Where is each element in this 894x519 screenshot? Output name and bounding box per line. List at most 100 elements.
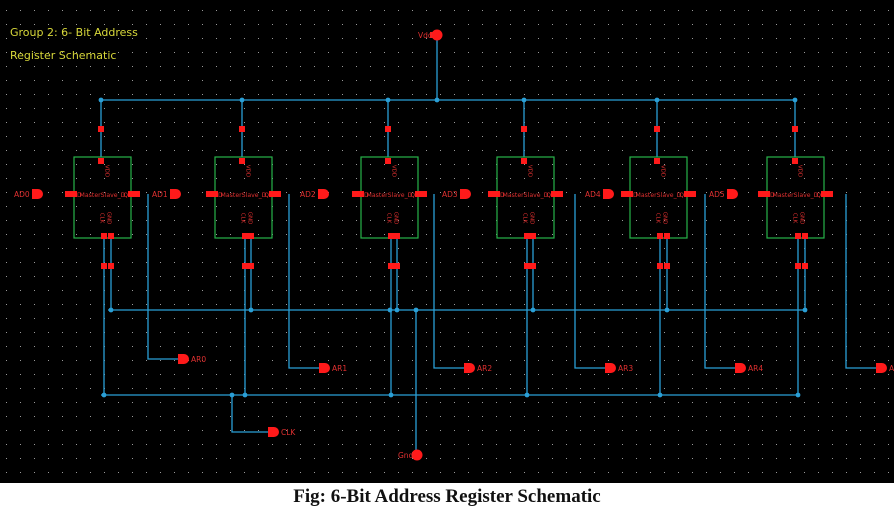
junction-dot bbox=[239, 97, 245, 103]
input-port bbox=[460, 189, 471, 199]
output-port bbox=[464, 363, 475, 373]
port-cap bbox=[733, 189, 738, 199]
pin-square bbox=[795, 233, 801, 239]
cell-pin-gnd: GND bbox=[529, 212, 535, 225]
pin-square bbox=[521, 126, 527, 132]
junction-dot bbox=[385, 97, 391, 103]
port-cap bbox=[176, 189, 181, 199]
pin-square bbox=[664, 233, 670, 239]
port-cap bbox=[882, 363, 887, 373]
pin-square bbox=[134, 191, 140, 197]
pin-square bbox=[358, 191, 364, 197]
port-body bbox=[605, 363, 611, 373]
cell-pin-vdd: VDD bbox=[245, 165, 251, 177]
port-body bbox=[464, 363, 470, 373]
input-label: AD3 bbox=[442, 190, 458, 199]
pin-square bbox=[530, 233, 536, 239]
grid-dots bbox=[6, 10, 889, 473]
pin-square bbox=[802, 233, 808, 239]
port-cap bbox=[611, 363, 616, 373]
pin-square bbox=[242, 263, 248, 269]
cell-pin-q: Q bbox=[546, 192, 551, 199]
port-cap bbox=[741, 363, 746, 373]
cell-name: MasterSlave_D bbox=[80, 192, 126, 199]
cell-pin-q: Q bbox=[679, 192, 684, 199]
port-body bbox=[735, 363, 741, 373]
junction-dot bbox=[413, 307, 419, 313]
pin-square bbox=[242, 233, 248, 239]
input-label: AD2 bbox=[300, 190, 316, 199]
gnd-label: Gnd bbox=[398, 451, 414, 460]
port-label: AR1 bbox=[332, 364, 347, 373]
port-label: CLK bbox=[281, 428, 296, 437]
cell-name: MasterSlave_D bbox=[367, 192, 413, 199]
output-wire bbox=[433, 194, 464, 369]
pin-square bbox=[684, 191, 690, 197]
pin-square bbox=[212, 191, 218, 197]
pin-square bbox=[654, 158, 660, 164]
output-port bbox=[876, 363, 887, 373]
port-cap bbox=[466, 189, 471, 199]
port-body bbox=[319, 363, 325, 373]
input-label: AD0 bbox=[14, 190, 30, 199]
pin-square bbox=[557, 191, 563, 197]
pin-square bbox=[239, 158, 245, 164]
pin-square bbox=[394, 233, 400, 239]
pin-square bbox=[654, 126, 660, 132]
port-label: AR0 bbox=[191, 355, 206, 364]
output-port bbox=[735, 363, 746, 373]
junction-dot bbox=[792, 97, 798, 103]
junction-dot bbox=[530, 307, 536, 313]
port-label: AR2 bbox=[477, 364, 492, 373]
cell-pin-vdd: VDD bbox=[660, 165, 666, 177]
pin-square bbox=[128, 191, 134, 197]
output-wire bbox=[845, 194, 876, 369]
cell-pin-vdd: VDD bbox=[527, 165, 533, 177]
cell-pin-clk: CLK bbox=[792, 213, 798, 224]
input-port bbox=[32, 189, 43, 199]
junction-dot bbox=[229, 392, 235, 398]
port-body bbox=[170, 189, 176, 199]
cell-pin-clk: CLK bbox=[99, 213, 105, 224]
pin-square bbox=[108, 263, 114, 269]
cell-pin-q: Q bbox=[123, 192, 128, 199]
pin-square bbox=[71, 191, 77, 197]
input-port bbox=[170, 189, 181, 199]
title-line-1: Group 2: 6- Bit Address bbox=[10, 26, 138, 39]
junction-dot bbox=[242, 392, 248, 398]
figure-caption: Fig: 6-Bit Address Register Schematic bbox=[293, 486, 601, 507]
pin-square bbox=[248, 263, 254, 269]
cell-pin-gnd: GND bbox=[662, 212, 668, 225]
port-body bbox=[460, 189, 466, 199]
output-wire bbox=[288, 194, 319, 369]
pin-square bbox=[275, 191, 281, 197]
cell-pin-clk: CLK bbox=[522, 213, 528, 224]
pin-square bbox=[388, 263, 394, 269]
cell-pin-gnd: GND bbox=[106, 212, 112, 225]
pin-square bbox=[385, 126, 391, 132]
pin-square bbox=[524, 263, 530, 269]
pin-square bbox=[388, 233, 394, 239]
port-label: AR4 bbox=[748, 364, 763, 373]
pin-square bbox=[98, 126, 104, 132]
pin-square bbox=[269, 191, 275, 197]
pin-square bbox=[239, 126, 245, 132]
clk-wire bbox=[231, 395, 268, 433]
cell-pin-gnd: GND bbox=[393, 212, 399, 225]
output-wire bbox=[147, 194, 178, 360]
junction-dot bbox=[434, 97, 440, 103]
port-body bbox=[32, 189, 38, 199]
junction-dot bbox=[657, 392, 663, 398]
pin-square bbox=[98, 158, 104, 164]
cell-name: MasterSlave_D bbox=[503, 192, 549, 199]
junction-dot bbox=[802, 307, 808, 313]
junction-dot bbox=[524, 392, 530, 398]
cell-pin-d: D bbox=[500, 192, 505, 199]
pin-square bbox=[352, 191, 358, 197]
port-body bbox=[876, 363, 882, 373]
junction-dot bbox=[795, 392, 801, 398]
input-port bbox=[603, 189, 614, 199]
pin-square bbox=[551, 191, 557, 197]
port-body bbox=[178, 354, 184, 364]
